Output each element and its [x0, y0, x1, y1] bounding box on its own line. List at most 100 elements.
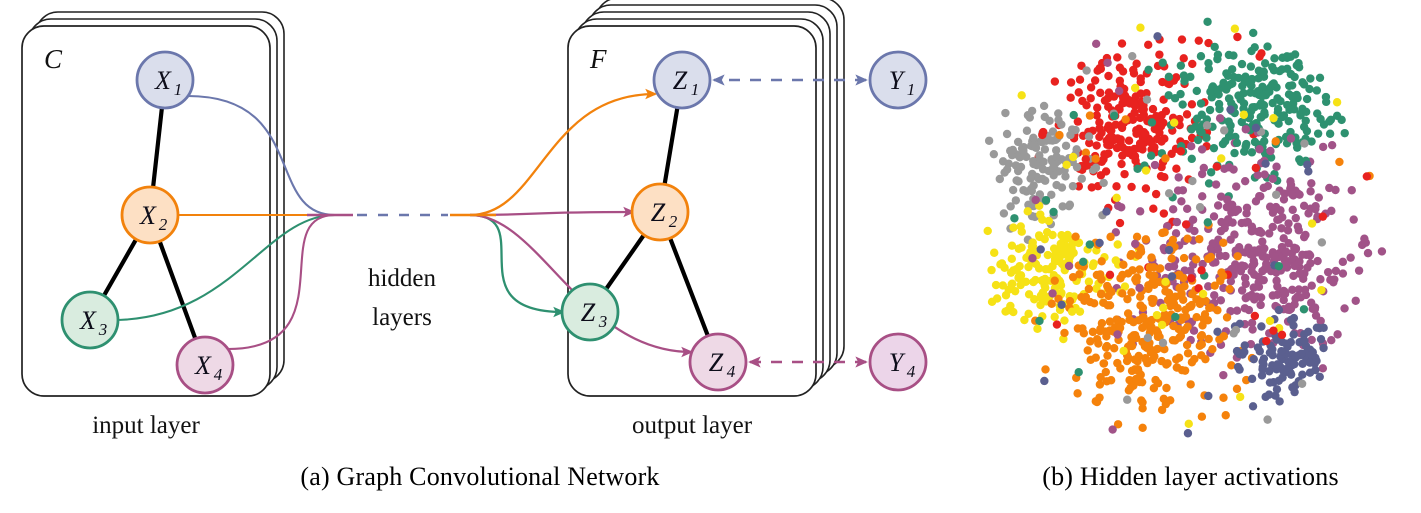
node-circle[interactable] — [60, 290, 120, 350]
scatter-point — [1101, 343, 1111, 352]
node-circle[interactable] — [630, 182, 690, 242]
scatter-point — [1209, 143, 1219, 153]
scatter-point — [1307, 335, 1316, 345]
scatter-point — [987, 265, 996, 275]
scatter-point — [1188, 59, 1197, 69]
scatter-point — [1249, 28, 1258, 38]
scatter-point — [1167, 254, 1176, 263]
scatter-point — [1194, 36, 1203, 45]
scatter-point — [1083, 346, 1092, 355]
scatter-point — [1198, 259, 1207, 269]
scatter-point — [1117, 203, 1126, 212]
scatter-point — [1290, 50, 1300, 59]
scatter-point — [1055, 130, 1064, 140]
input-card-letter: C — [44, 44, 63, 74]
scatter-point — [1220, 223, 1229, 233]
scatter-point — [1313, 109, 1322, 118]
scatter-point — [1294, 285, 1304, 294]
scatter-point — [1040, 145, 1050, 154]
scatter-point — [1049, 163, 1058, 172]
scatter-point — [1349, 215, 1358, 224]
scatter-point — [1286, 315, 1296, 325]
node-circle[interactable] — [175, 335, 235, 395]
node-circle[interactable] — [868, 332, 928, 392]
scatter-point — [1250, 311, 1260, 321]
scatter-point — [1174, 324, 1183, 334]
scatter-point — [990, 248, 999, 257]
scatter-point — [1095, 238, 1104, 248]
scatter-point — [1121, 115, 1130, 124]
scatter-point — [1182, 110, 1192, 119]
node-circle[interactable] — [560, 282, 620, 342]
scatter-point — [1045, 264, 1054, 274]
scatter-point — [1158, 338, 1168, 348]
scatter-point — [1253, 170, 1262, 180]
scatter-point — [998, 157, 1008, 166]
scatter-point — [991, 280, 1001, 290]
hidden-output-arrow — [469, 213, 694, 358]
scatter-point — [1192, 86, 1201, 96]
scatter-point — [1152, 310, 1162, 320]
scatter-point — [1000, 168, 1009, 177]
scatter-point — [1197, 331, 1207, 340]
scatter-point — [1300, 285, 1310, 294]
scatter-point — [1249, 354, 1258, 364]
scatter-point — [1017, 91, 1026, 100]
scatter-point — [1019, 146, 1028, 155]
scatter-point — [1040, 234, 1049, 244]
scatter-point — [1060, 316, 1069, 325]
scatter-point — [1232, 384, 1242, 394]
node-circle[interactable] — [688, 332, 748, 392]
scatter-point — [1008, 185, 1018, 195]
scatter-point — [1190, 226, 1199, 236]
scatter-point — [1327, 335, 1336, 345]
scatter-point — [1318, 142, 1328, 152]
scatter-point — [1282, 304, 1292, 313]
node-circle[interactable] — [868, 50, 928, 110]
scatter-point — [1213, 50, 1223, 59]
scatter-point — [1214, 99, 1224, 109]
scatter-point — [1086, 355, 1095, 365]
scatter-point — [1284, 219, 1293, 228]
scatter-point — [1187, 274, 1196, 283]
scatter-point — [1179, 54, 1188, 63]
scatter-point — [1304, 167, 1313, 176]
scatter-point — [1288, 285, 1297, 295]
scatter-point — [1271, 204, 1280, 214]
scatter-point — [1060, 328, 1069, 338]
scatter-point — [1217, 154, 1226, 163]
node-circle[interactable] — [120, 185, 180, 245]
scatter-point — [1130, 355, 1140, 364]
scatter-point — [1225, 94, 1234, 104]
scatter-point — [1253, 343, 1263, 352]
node-circle[interactable] — [135, 50, 195, 110]
scatter-point — [1318, 364, 1328, 373]
scatter-point — [1298, 250, 1307, 259]
scatter-point — [1096, 372, 1105, 382]
scatter-point — [1281, 260, 1290, 269]
scatter-point — [1219, 332, 1229, 341]
hidden-input-curve — [227, 213, 336, 351]
scatter-point — [1335, 157, 1344, 167]
scatter-point — [1115, 63, 1125, 72]
scatter-point — [1168, 235, 1178, 245]
scatter-point — [1001, 108, 1010, 118]
scatter-point — [1224, 81, 1233, 90]
tsne-scatter-plot — [983, 17, 1387, 438]
scatter-point — [1210, 42, 1219, 52]
node-circle[interactable] — [652, 50, 712, 110]
scatter-point — [1262, 336, 1271, 346]
scatter-point — [1300, 336, 1309, 345]
scatter-point — [1029, 181, 1038, 190]
scatter-point — [1144, 65, 1153, 74]
